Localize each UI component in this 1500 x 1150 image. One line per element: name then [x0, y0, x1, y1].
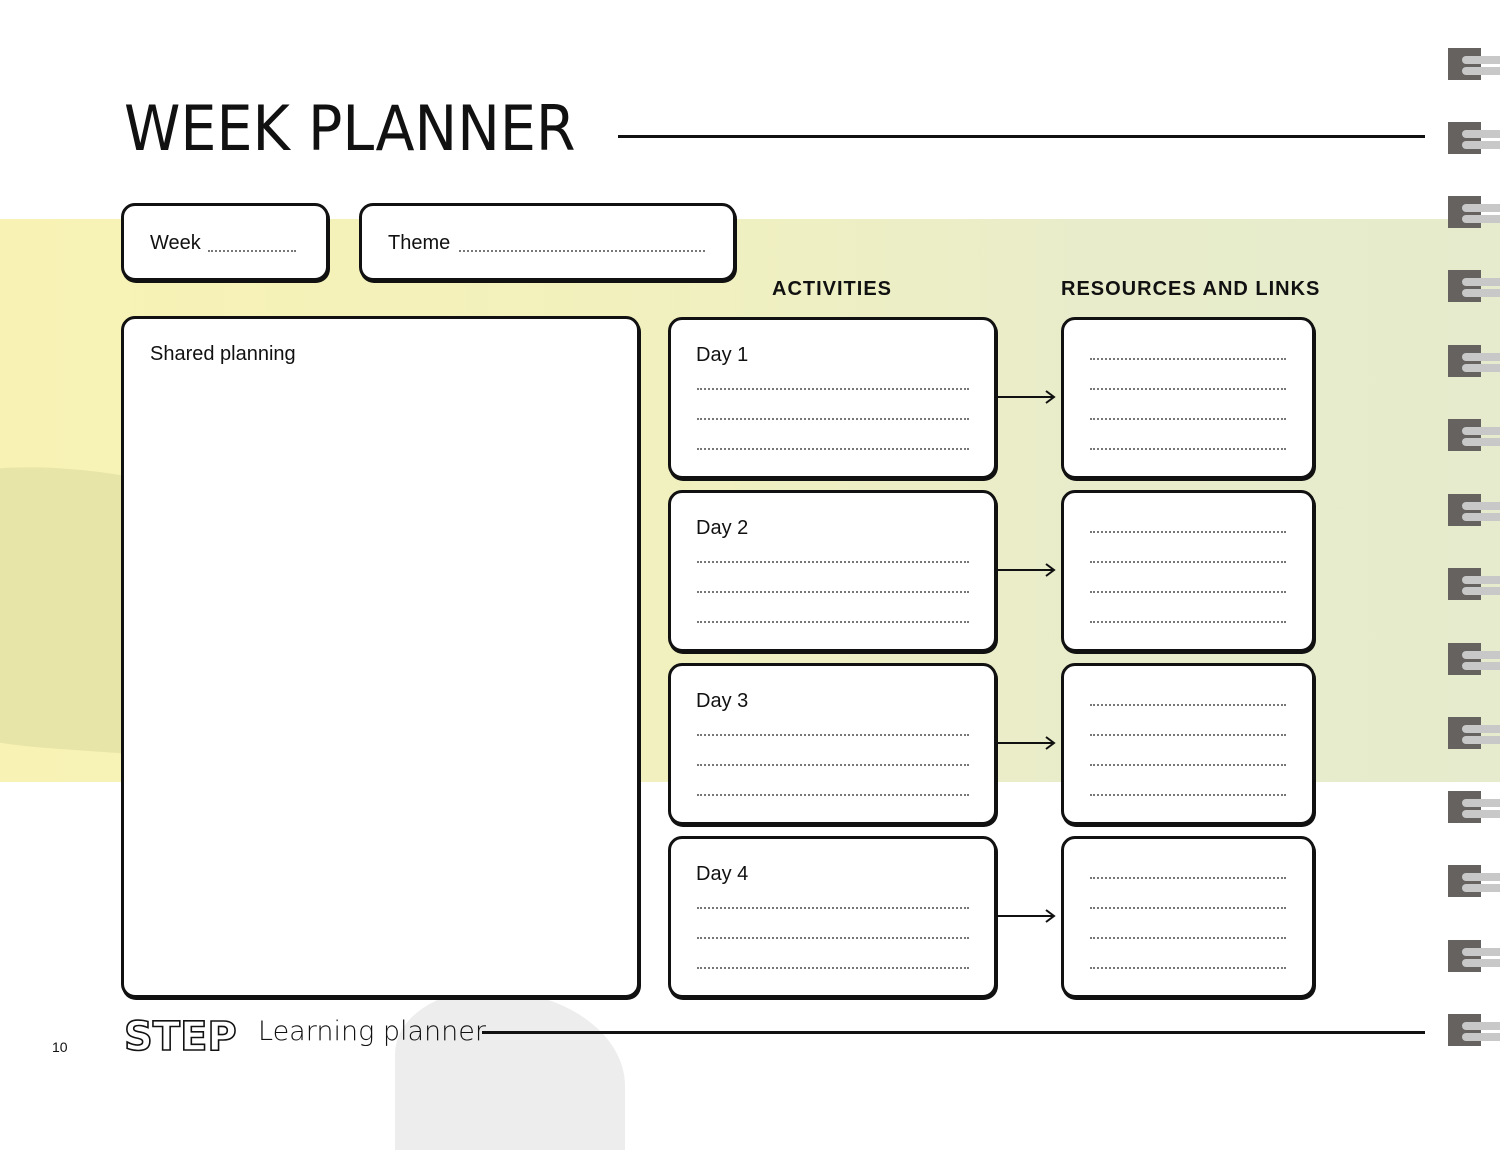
dotted-line [1090, 561, 1286, 563]
binding-ring-icon [1448, 48, 1500, 82]
step-logo-icon: STEP [124, 1016, 238, 1056]
dotted-line [1090, 358, 1286, 360]
day-1-resources[interactable] [1061, 317, 1315, 479]
week-field[interactable]: Week [121, 203, 329, 281]
theme-dotted-line [459, 250, 705, 252]
day-label: Day 3 [696, 690, 749, 712]
dotted-line [697, 937, 969, 939]
day-label: Day 2 [696, 517, 749, 539]
dotted-line [1090, 764, 1286, 766]
background-swoosh [395, 990, 625, 1150]
footer-rule [482, 1031, 1425, 1034]
binding-ring-icon [1448, 122, 1500, 156]
dotted-line [697, 967, 969, 969]
theme-field[interactable]: Theme [359, 203, 736, 281]
binding-ring-icon [1448, 419, 1500, 453]
binding-ring-icon [1448, 1014, 1500, 1048]
arrow-right-icon [998, 563, 1056, 577]
arrow-right-icon [998, 390, 1056, 404]
dotted-line [1090, 937, 1286, 939]
arrow-right-icon [998, 736, 1056, 750]
dotted-line [1090, 418, 1286, 420]
day-2-activities[interactable]: Day 2 [668, 490, 997, 652]
week-label: Week [150, 232, 201, 254]
day-2-resources[interactable] [1061, 490, 1315, 652]
dotted-line [697, 734, 969, 736]
day-3-resources[interactable] [1061, 663, 1315, 825]
dotted-line [697, 388, 969, 390]
shared-planning-area[interactable]: Shared planning [121, 316, 640, 998]
dotted-line [1090, 388, 1286, 390]
day-3-activities[interactable]: Day 3 [668, 663, 997, 825]
dotted-line [1090, 591, 1286, 593]
binding-ring-icon [1448, 717, 1500, 751]
dotted-line [1090, 734, 1286, 736]
dotted-line [697, 591, 969, 593]
dotted-line [1090, 794, 1286, 796]
day-label: Day 4 [696, 863, 749, 885]
binding-ring-icon [1448, 940, 1500, 974]
day-4-resources[interactable] [1061, 836, 1315, 998]
binding-ring-icon [1448, 643, 1500, 677]
day-label: Day 1 [696, 344, 749, 366]
dotted-line [1090, 621, 1286, 623]
dotted-line [697, 561, 969, 563]
dotted-line [697, 907, 969, 909]
dotted-line [1090, 907, 1286, 909]
page-title: WEEK PLANNER [124, 92, 576, 165]
dotted-line [1090, 877, 1286, 879]
dotted-line [697, 448, 969, 450]
week-dotted-line [208, 250, 296, 252]
binding-ring-icon [1448, 865, 1500, 899]
day-1-activities[interactable]: Day 1 [668, 317, 997, 479]
resources-heading: RESOURCES AND LINKS [1061, 278, 1321, 300]
binding-ring-icon [1448, 568, 1500, 602]
activities-heading: ACTIVITIES [772, 278, 893, 300]
svg-text:STEP: STEP [124, 1016, 237, 1056]
dotted-line [1090, 531, 1286, 533]
title-rule [618, 135, 1425, 138]
binding-ring-icon [1448, 196, 1500, 230]
binding-ring-icon [1448, 345, 1500, 379]
footer-title: Learning planner [258, 1016, 486, 1047]
dotted-line [1090, 967, 1286, 969]
dotted-line [697, 764, 969, 766]
binding-ring-icon [1448, 494, 1500, 528]
day-4-activities[interactable]: Day 4 [668, 836, 997, 998]
dotted-line [1090, 704, 1286, 706]
dotted-line [697, 794, 969, 796]
dotted-line [697, 621, 969, 623]
shared-planning-label: Shared planning [150, 343, 296, 365]
binding-ring-icon [1448, 270, 1500, 304]
dotted-line [697, 418, 969, 420]
page-number: 10 [52, 1039, 68, 1055]
binding-ring-icon [1448, 791, 1500, 825]
dotted-line [1090, 448, 1286, 450]
theme-label: Theme [388, 232, 451, 254]
arrow-right-icon [998, 909, 1056, 923]
